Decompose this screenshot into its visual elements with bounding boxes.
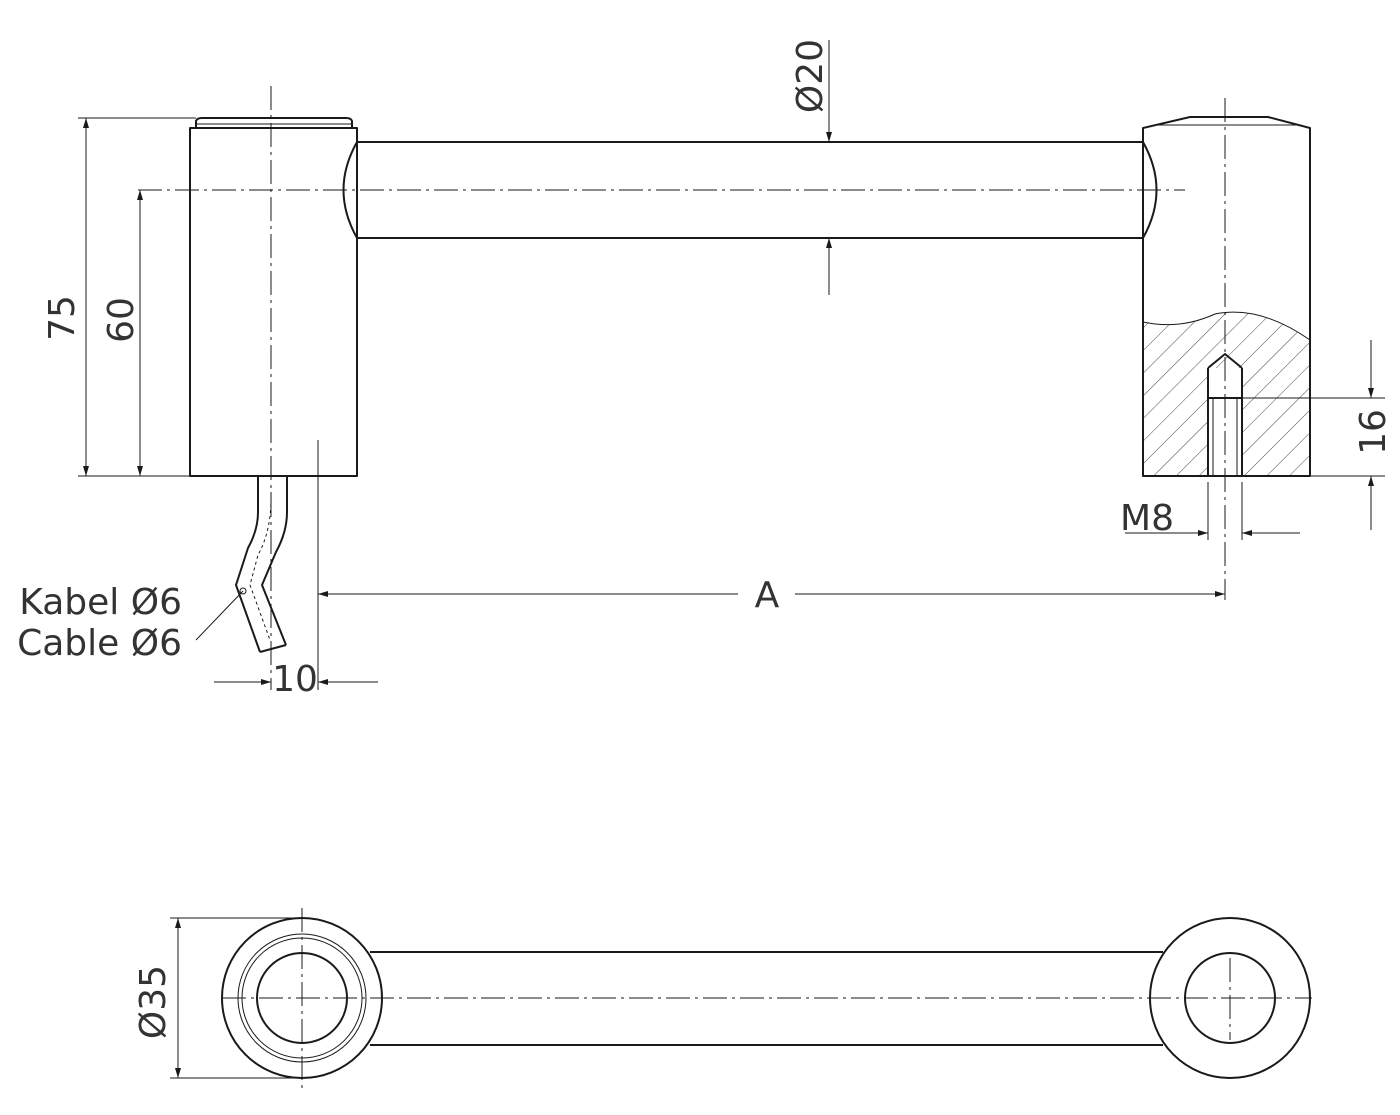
dim-bar-diameter: Ø20 bbox=[790, 39, 832, 295]
dim-20-label: Ø20 bbox=[790, 39, 831, 113]
dim-thread: M8 bbox=[1120, 498, 1300, 539]
dim-35-label: Ø35 bbox=[133, 965, 174, 1039]
drill-tip bbox=[1207, 353, 1243, 369]
right-post bbox=[1142, 116, 1311, 477]
dim-thread-depth: 16 bbox=[1353, 340, 1394, 530]
top-view: Ø35 bbox=[133, 908, 1312, 1090]
cable bbox=[195, 476, 288, 653]
front-view: 75 60 Ø20 16 M8 A bbox=[17, 39, 1394, 700]
dim-16-label: 16 bbox=[1353, 409, 1394, 455]
cable-label-de: Kabel Ø6 bbox=[19, 582, 182, 623]
dim-a-label: A bbox=[755, 575, 780, 616]
cable-label-en: Cable Ø6 bbox=[17, 623, 182, 664]
dim-height-total: 75 bbox=[42, 118, 89, 476]
dim-boss-diameter: Ø35 bbox=[133, 917, 302, 1079]
dim-center-distance: A bbox=[318, 575, 1225, 616]
dim-60-label: 60 bbox=[101, 297, 142, 343]
dim-cable-offset: 10 bbox=[214, 659, 378, 700]
dim-m8-label: M8 bbox=[1120, 498, 1174, 539]
dim-10-label: 10 bbox=[272, 659, 318, 700]
dim-height-axis: 60 bbox=[101, 190, 143, 476]
dim-75-label: 75 bbox=[42, 295, 83, 341]
left-post bbox=[189, 117, 358, 477]
